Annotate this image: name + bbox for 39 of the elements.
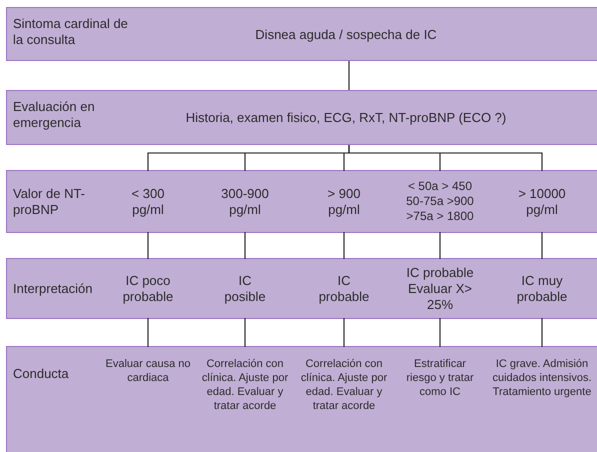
connector-line xyxy=(147,318,149,347)
row-band xyxy=(6,90,597,145)
connector-line xyxy=(541,232,543,259)
column-text: > 10000 pg/ml xyxy=(511,171,573,232)
column-text: IC posible xyxy=(223,259,267,318)
column-text: 300-900 pg/ml xyxy=(215,171,275,232)
column-text: > 900 pg/ml xyxy=(318,171,370,232)
column-text: Estratificar riesgo y tratar como IC xyxy=(398,347,482,452)
row-heading: Evaluación en emergencia xyxy=(13,99,96,131)
column-text: Correlación con clínica. Ajuste por edad. Evaluar y tratar acorde xyxy=(296,347,392,452)
row-band xyxy=(6,170,597,233)
column-text: IC grave. Admisión cuidados intensivos. Tratamiento urgente xyxy=(490,347,594,452)
connector-line xyxy=(147,232,149,259)
column-text: IC probable Evaluar X> 25% xyxy=(397,259,483,318)
connector-line xyxy=(244,232,246,259)
column-text: IC probable xyxy=(314,259,374,318)
column-text: < 300 pg/ml xyxy=(122,171,174,232)
column-text: IC poco probable xyxy=(115,259,181,318)
connector-line xyxy=(348,61,350,90)
row-heading: Interpretación xyxy=(13,281,94,297)
band-text: Historia, examen fisico, ECG, RxT, NT-proBNP (ECO ?) xyxy=(184,110,508,126)
connector-line xyxy=(439,318,441,347)
column-text: IC muy probable xyxy=(509,259,575,318)
connector-line xyxy=(541,318,543,347)
row-heading: Sintoma cardinal de la consulta xyxy=(13,16,129,48)
connector-line xyxy=(348,145,543,171)
column-text: Evaluar causa no cardiaca xyxy=(105,347,191,452)
connector-line xyxy=(439,232,441,259)
connector-line xyxy=(343,318,345,347)
row-band xyxy=(6,346,597,452)
row-band xyxy=(6,7,597,61)
connector-line xyxy=(244,318,246,347)
row-heading: Conducta xyxy=(13,366,70,382)
column-text: Correlación con clínica. Ajuste por edad. Evaluar y tratar acorde xyxy=(197,347,293,452)
band-text: Disnea aguda / sospecha de IC xyxy=(254,27,438,43)
row-band xyxy=(6,258,597,319)
connector-line xyxy=(343,232,345,259)
column-text: < 50a > 450 50-75a >900 >75a > 1800 xyxy=(398,171,482,232)
row-heading: Valor de NT-proBNP xyxy=(13,186,86,218)
